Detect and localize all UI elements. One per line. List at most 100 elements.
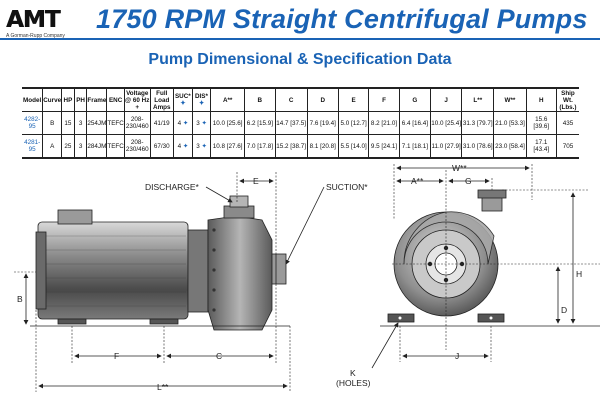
amt-logo: AMT A Gorman-Rupp Company	[6, 8, 86, 39]
cell-voltage: 208-230/460	[123, 111, 151, 135]
cell-dis: 3 ✦	[191, 134, 212, 159]
header-curve: Curve	[42, 87, 63, 112]
cell-amps: 41/19	[149, 111, 174, 135]
cell-frame: 284JM	[86, 134, 108, 159]
header-h: H	[525, 87, 557, 112]
j-label: J	[455, 351, 459, 361]
cell-suc: 4 ✦	[172, 111, 193, 135]
cell-model: 4282-95	[22, 111, 44, 135]
cell-c: 15.2 [38.7]	[274, 134, 308, 159]
header-e: E	[337, 87, 370, 112]
header-b: B	[244, 87, 276, 112]
logo-text: AMT	[6, 7, 60, 33]
header-a: A**	[210, 87, 246, 112]
cell-ph: 3	[73, 111, 88, 135]
cell-suc: 4 ✦	[172, 134, 193, 159]
cell-e: 5.5 [14.0]	[337, 134, 370, 159]
header-f: F	[368, 87, 400, 112]
cell-d: 8.1 [20.8]	[306, 134, 339, 159]
discharge-label: DISCHARGE*	[145, 182, 200, 192]
l-label: L**	[157, 382, 169, 392]
cell-ph: 3	[73, 134, 88, 159]
pump-volute	[403, 211, 495, 265]
h-label: H	[576, 269, 582, 279]
motor-adapter	[187, 229, 209, 313]
header-c: C	[274, 87, 308, 112]
conduit-box	[57, 209, 93, 225]
cell-a: 10.0 [25.6]	[210, 111, 246, 135]
cell-f: 9.5 [24.1]	[368, 134, 400, 159]
cell-l: 31.3 [79.7]	[461, 111, 495, 135]
cell-l: 31.0 [78.6]	[461, 134, 495, 159]
cell-h: 17.1 [43.4]	[525, 134, 557, 159]
cell-curve: A	[42, 134, 63, 159]
header-w: W**	[493, 87, 527, 112]
header-suc: SUC* ✦	[172, 87, 193, 112]
header-d: D	[306, 87, 339, 112]
discharge-port	[229, 195, 249, 208]
e-label: E	[253, 176, 259, 186]
header-voltage: Voltage@ 60 Hz +	[123, 87, 151, 112]
section-title: Pump Dimensional & Specification Data	[148, 51, 452, 68]
cell-ship-weight: 435	[555, 111, 579, 135]
cell-g: 6.4 [16.4]	[398, 111, 431, 135]
header-rule	[0, 38, 600, 40]
f-label: F	[114, 351, 119, 361]
cell-c: 14.7 [37.5]	[274, 111, 308, 135]
table-row: 4281-95 A 25 3 284JM TEFC 208-230/460 67…	[22, 134, 579, 159]
k-label: K	[350, 368, 356, 378]
cell-enc: TEFC	[106, 111, 125, 135]
discharge-flange	[477, 189, 507, 199]
motor-body	[37, 221, 189, 320]
cell-hp: 15	[61, 111, 75, 135]
suction-label: SUCTION*	[326, 182, 368, 192]
cell-dis: 3 ✦	[191, 111, 212, 135]
discharge-flange	[223, 205, 255, 219]
motor-foot	[57, 318, 87, 325]
header-ph: PH	[73, 87, 88, 112]
cell-w: 23.0 [58.4]	[493, 134, 527, 159]
header-l: L**	[461, 87, 495, 112]
cell-h: 15.6 [39.6]	[525, 111, 557, 135]
cell-j: 10.0 [25.4]	[429, 111, 463, 135]
table-row: 4282-95 B 15 3 254JM TEFC 208-230/460 41…	[22, 111, 579, 135]
header-ship-weight: Ship Wt.(Lbs.)	[555, 87, 579, 112]
c-label: C	[216, 351, 222, 361]
cell-curve: B	[42, 111, 63, 135]
motor-foot	[149, 318, 179, 325]
discharge-pipe	[481, 196, 503, 212]
header-g: G	[398, 87, 431, 112]
cell-voltage: 208-230/460	[123, 134, 151, 159]
b-label: B	[17, 294, 23, 304]
a-label: A**	[411, 176, 424, 186]
front-view: W** A** G H D J K (HOLES)	[336, 163, 600, 388]
header-dis: DIS* ✦	[191, 87, 212, 112]
header-enc: ENC	[106, 87, 125, 112]
cell-enc: TEFC	[106, 134, 125, 159]
cell-hp: 25	[61, 134, 75, 159]
cell-f: 8.2 [21.0]	[368, 111, 400, 135]
table-header-row: Model Curve HP PH Frame ENC Voltage@ 60 …	[22, 87, 579, 112]
dimension-drawing: DISCHARGE* SUCTION* E B F C L**	[14, 163, 600, 392]
cell-model: 4281-95	[22, 134, 44, 159]
motor-fan-cover	[35, 231, 47, 310]
page-title: 1750 RPM Straight Centrifugal Pumps	[96, 4, 588, 34]
d-label: D	[561, 305, 567, 315]
cell-b: 7.0 [17.8]	[244, 134, 276, 159]
logo-tagline: A Gorman-Rupp Company	[6, 33, 65, 39]
cell-w: 21.0 [53.3]	[493, 111, 527, 135]
cell-e: 5.0 [12.7]	[337, 111, 370, 135]
side-view: DISCHARGE* SUCTION* E B F C L**	[14, 172, 368, 392]
cell-frame: 254JM	[86, 111, 108, 135]
g-label: G	[465, 176, 472, 186]
cell-amps: 67/30	[149, 134, 174, 159]
holes-label: (HOLES)	[336, 378, 371, 388]
cell-a: 10.8 [27.6]	[210, 134, 246, 159]
header-frame: Frame	[86, 87, 108, 112]
suction-flange	[271, 253, 287, 285]
pump-casing	[207, 215, 273, 331]
spec-table: Model Curve HP PH Frame ENC Voltage@ 60 …	[22, 87, 579, 159]
cell-j: 11.0 [27.9]	[429, 134, 463, 159]
header-j: J	[429, 87, 463, 112]
